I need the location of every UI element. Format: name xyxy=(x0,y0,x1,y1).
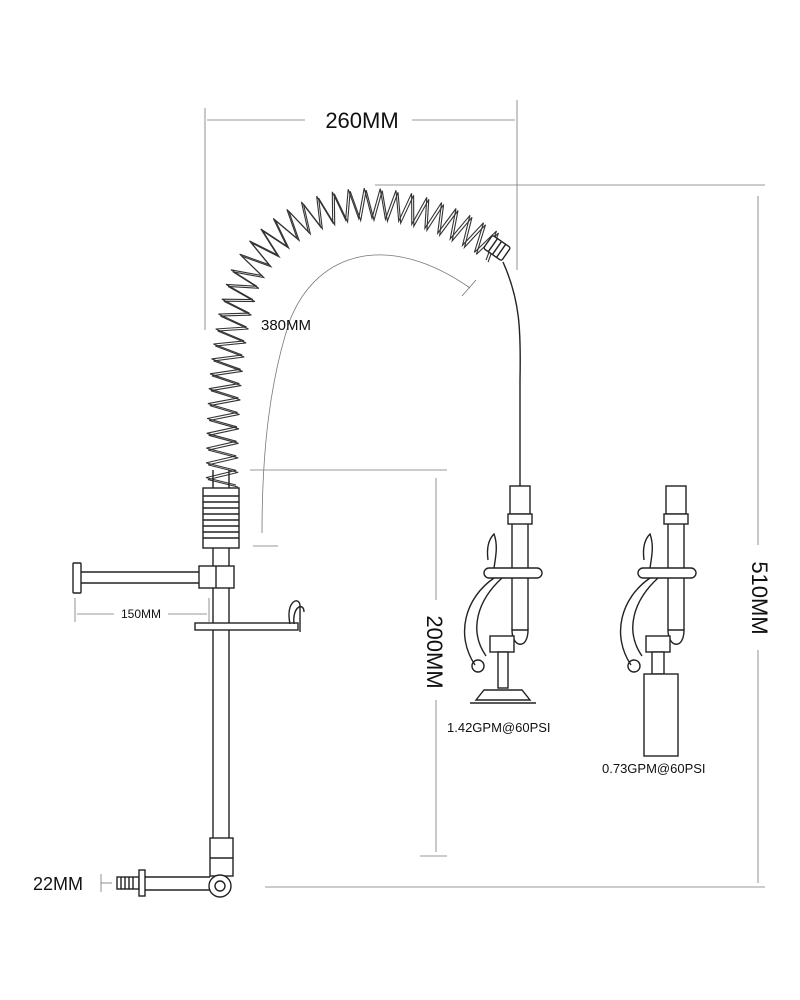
spray-head-low-flow xyxy=(619,485,697,757)
spray-hook-bracket xyxy=(194,600,305,632)
dimension-380-arc: 380MM xyxy=(253,254,477,547)
coil-spring-wire-shadow xyxy=(207,190,500,488)
flow-rating-standard: 1.42GPM@60PSI xyxy=(447,720,551,735)
upper-wall-bracket xyxy=(72,562,235,594)
dimension-150-arm: 150MM xyxy=(74,598,210,622)
coil-spring xyxy=(205,188,500,488)
dimension-label-22: 22MM xyxy=(33,874,83,894)
coil-spring-wire xyxy=(205,188,498,486)
dimension-260-width: 260MM xyxy=(204,100,518,330)
dimension-510-height: 510MM xyxy=(265,184,772,888)
dimension-label-260: 260MM xyxy=(325,108,398,133)
dimension-22-inlet: 22MM xyxy=(33,874,112,894)
dimension-label-510: 510MM xyxy=(747,561,772,634)
inlet-assembly xyxy=(116,837,234,898)
flow-rating-low-flow: 0.73GPM@60PSI xyxy=(602,761,706,776)
hose xyxy=(502,261,521,486)
main-column xyxy=(202,470,240,840)
dimension-label-150: 150MM xyxy=(121,607,161,621)
dimension-200-height: 200MM xyxy=(250,469,447,857)
dimension-label-200: 200MM xyxy=(422,615,447,688)
spring-end-cap xyxy=(483,235,511,261)
spray-head-standard xyxy=(463,485,543,704)
dimension-label-380: 380MM xyxy=(261,317,311,334)
